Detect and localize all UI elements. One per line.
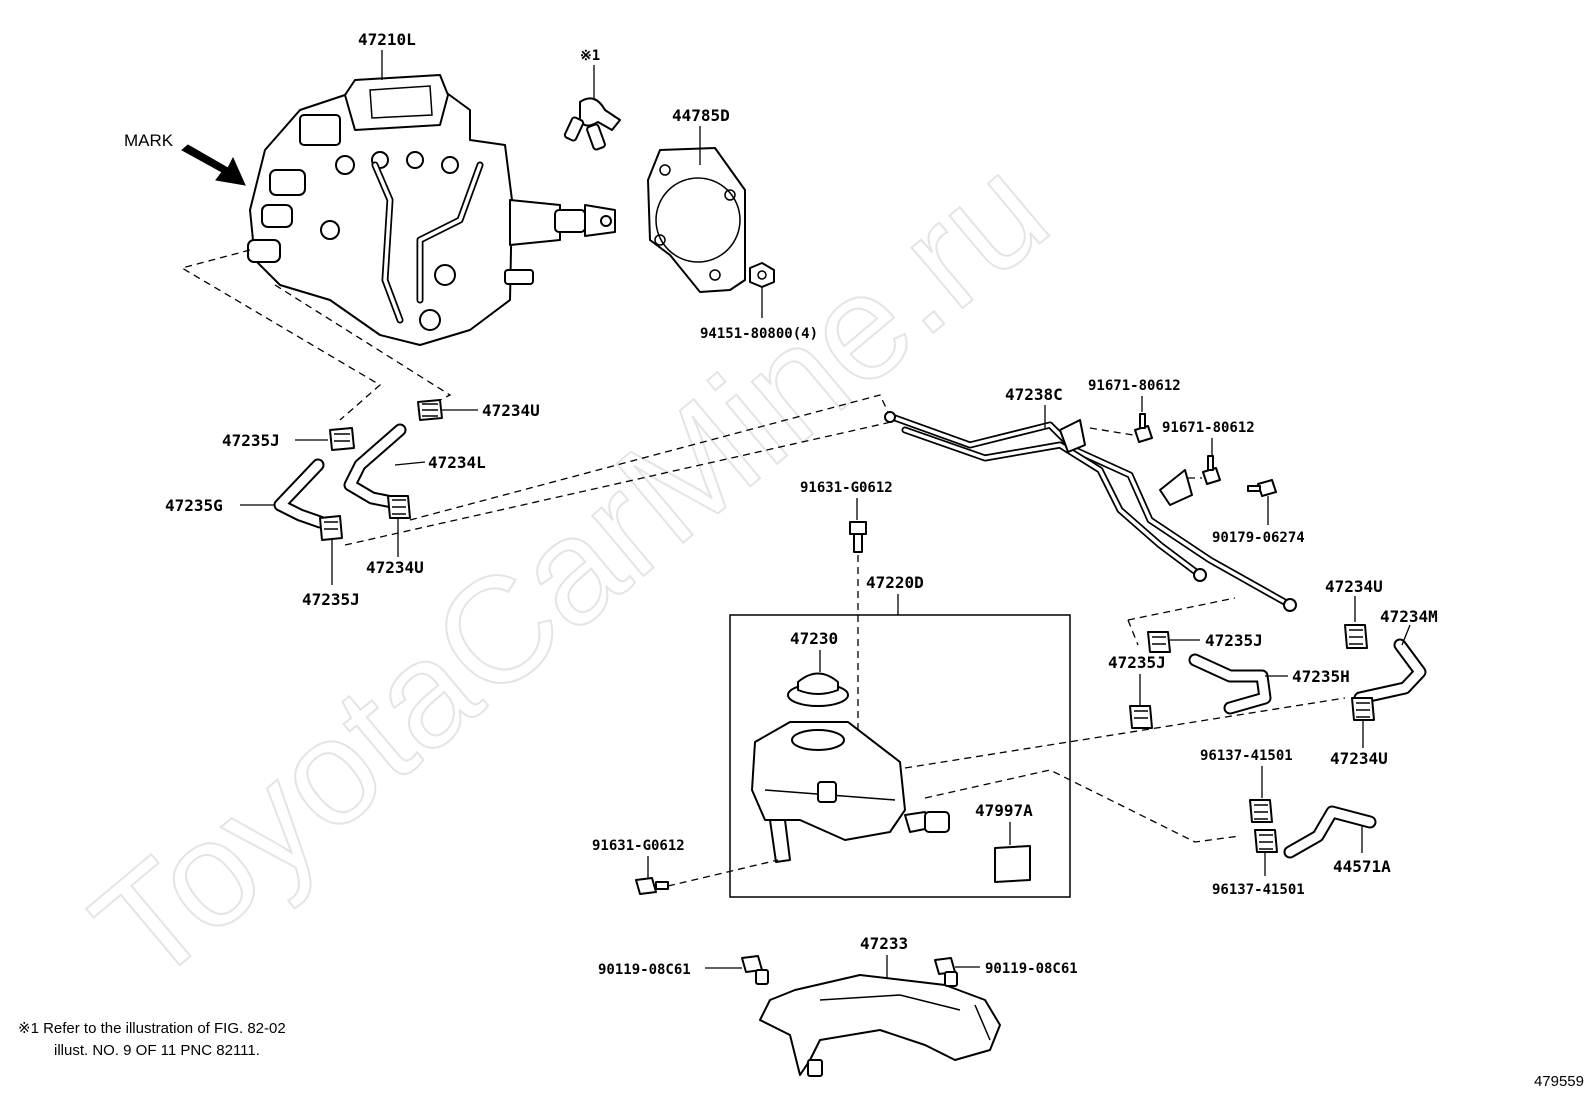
label-47234M: 47234M [1380, 607, 1438, 626]
hose-47234M[interactable] [1353, 638, 1427, 705]
reservoir-kit-box [729, 614, 1071, 898]
label-plate-47997A[interactable] [994, 845, 1031, 883]
clamp-47234U-right-lower[interactable] [1351, 697, 1375, 721]
label-44571A: 44571A [1333, 857, 1391, 876]
clamp-96137-a[interactable] [1249, 799, 1273, 823]
label-90119-b: 90119-08C61 [985, 961, 1078, 977]
clamp-47234U-upper[interactable] [417, 399, 443, 421]
label-47220D: 47220D [866, 573, 924, 592]
bolt-91631-b[interactable] [635, 877, 669, 895]
label-90119-a: 90119-08C61 [598, 962, 691, 978]
label-94151: 94151-80800(4) [700, 326, 818, 342]
label-44785D: 44785D [672, 106, 730, 125]
label-47235J-lower: 47235J [302, 590, 360, 609]
clamp-47234U-right-upper[interactable] [1344, 624, 1368, 649]
hose-47235G[interactable] [273, 458, 327, 529]
mark-arrow-icon [181, 144, 246, 186]
label-91631-b: 91631-G0612 [592, 838, 685, 854]
label-47235J-upper: 47235J [222, 431, 280, 450]
bolt-91671-b[interactable] [1202, 455, 1221, 485]
nut-94151[interactable] [749, 262, 775, 288]
label-47235G: 47235G [165, 496, 223, 515]
mark-label: MARK [124, 131, 174, 150]
hose-47234L[interactable] [343, 423, 407, 509]
reservoir-tank[interactable] [751, 721, 950, 863]
guide-hose-pipe-1 [409, 394, 889, 521]
guide-91631-b [667, 859, 779, 887]
footnote: ※1 Refer to the illustration of FIG. 82-… [18, 1018, 286, 1062]
watermark: ToyotaCarMine.ru [63, 125, 1078, 1015]
bolt-90119-b[interactable] [934, 957, 958, 987]
clamp-47235J-lower[interactable] [319, 515, 343, 541]
bolt-91631-a[interactable] [849, 521, 867, 553]
clamp-47235J-upper[interactable] [329, 427, 355, 451]
figure-id: 479559 [1533, 1073, 1584, 1090]
leader-47234L [394, 461, 426, 466]
clamp-47235J-right-upper[interactable] [1147, 631, 1171, 653]
guide-91671-a [1089, 427, 1134, 436]
ref-marker: ※1 [580, 48, 600, 64]
label-47235J-right-lower: 47235J [1108, 653, 1166, 672]
bolt-90179[interactable] [1247, 479, 1277, 497]
label-47234L: 47234L [428, 453, 486, 472]
bolt-91671-a[interactable] [1134, 413, 1153, 443]
clamp-47235J-right-lower[interactable] [1129, 705, 1153, 729]
label-90179: 90179-06274 [1212, 530, 1305, 546]
label-47210L: 47210L [358, 30, 416, 49]
label-47235H: 47235H [1292, 667, 1350, 686]
hose-47235H[interactable] [1188, 653, 1272, 715]
leader-47234M [1401, 624, 1411, 646]
clamp-47234U-lower[interactable] [387, 495, 411, 519]
reservoir-bracket-47233[interactable] [759, 974, 1001, 1077]
label-96137-a: 96137-41501 [1200, 748, 1293, 764]
label-47997A: 47997A [975, 801, 1033, 820]
label-91631-a: 91631-G0612 [800, 480, 893, 496]
label-47234U-upper: 47234U [482, 401, 540, 420]
label-47235J-right-upper: 47235J [1205, 631, 1263, 650]
hose-clamp-ref1[interactable] [563, 97, 621, 151]
label-47234U-lower: 47234U [366, 558, 424, 577]
label-47238C: 47238C [1005, 385, 1063, 404]
guide-reservoir-1 [904, 697, 1346, 769]
label-47233: 47233 [860, 934, 908, 953]
gasket-44785D[interactable] [647, 147, 746, 293]
guide-pipe-down [1127, 597, 1236, 646]
footnote-line-2: illust. NO. 9 OF 11 PNC 82111. [54, 1042, 260, 1059]
guide-reservoir-2 [924, 769, 1241, 843]
footnote-line-1: ※1 Refer to the illustration of FIG. 82-… [18, 1020, 286, 1037]
guide-hose-pipe-2 [344, 419, 901, 546]
label-96137-b: 96137-41501 [1212, 882, 1305, 898]
label-91671-a: 91671-80612 [1088, 378, 1181, 394]
bolt-90119-a[interactable] [741, 955, 769, 985]
label-91671-b: 91671-80612 [1162, 420, 1255, 436]
label-47234U-right-upper: 47234U [1325, 577, 1383, 596]
label-47230: 47230 [790, 629, 838, 648]
guide-booster-left [180, 249, 382, 421]
brake-booster-assembly[interactable] [247, 74, 616, 346]
clamp-96137-b[interactable] [1254, 829, 1278, 853]
reservoir-cap-47230[interactable] [787, 672, 849, 707]
label-47234U-right-lower: 47234U [1330, 749, 1388, 768]
pipe-47238C[interactable] [884, 411, 1297, 612]
hose-44571A[interactable] [1283, 805, 1377, 859]
